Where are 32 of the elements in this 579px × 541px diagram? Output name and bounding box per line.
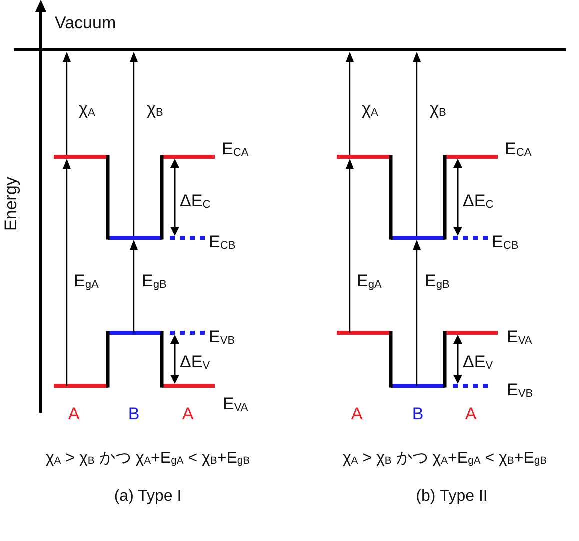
quantity-label: χ$_{A}$ <box>362 100 378 120</box>
layer-label: A <box>182 406 194 424</box>
condition-text: χ$_{A}$ > χ$_{B}$ かつ χ$_{A}$+E$_{gA}$ < χ$_{B}$+E$_{gB}$ <box>46 450 250 468</box>
quantity-label: ΔE$_{V}$ <box>463 354 494 372</box>
layer-label: B <box>128 406 140 424</box>
level-label: E$_{CA}$ <box>222 140 249 160</box>
quantity-label: E$_{gA}$ <box>357 272 382 292</box>
layer-label: B <box>412 406 424 424</box>
quantity-label: χ$_{A}$ <box>79 100 96 120</box>
level-label: E$_{VA}$ <box>507 328 532 348</box>
level-label: E$_{CB}$ <box>209 234 236 252</box>
quantity-label: ΔE$_{C}$ <box>180 192 211 212</box>
quantity-label: E$_{gA}$ <box>74 272 99 292</box>
caption: (a) Type I <box>114 488 182 506</box>
condition-text: χ$_{A}$ > χ$_{B}$ かつ χ$_{A}$+E$_{gA}$ < χ$_{B}$+E$_{gB}$ <box>342 450 548 468</box>
level-label: Vacuum <box>55 14 116 34</box>
quantity-label: E$_{gB}$ <box>425 272 450 292</box>
quantity-label: ΔE$_{V}$ <box>180 354 210 372</box>
quantity-label: E$_{gB}$ <box>142 272 167 292</box>
level-label: E$_{VB}$ <box>209 328 236 348</box>
axis-label: Energy <box>2 177 22 231</box>
caption: (b) Type II <box>416 488 488 506</box>
level-label: E$_{VA}$ <box>223 396 248 414</box>
level-label: E$_{CA}$ <box>505 140 532 160</box>
level-label: E$_{CB}$ <box>492 234 519 252</box>
quantity-label: ΔE$_{C}$ <box>463 192 494 212</box>
layer-label: A <box>351 406 363 424</box>
layer-label: A <box>68 406 80 424</box>
quantity-label: χ$_{B}$ <box>147 100 164 120</box>
level-label: E$_{VB}$ <box>507 382 534 400</box>
quantity-label: χ$_{B}$ <box>430 100 446 120</box>
layer-label: A <box>465 406 477 424</box>
